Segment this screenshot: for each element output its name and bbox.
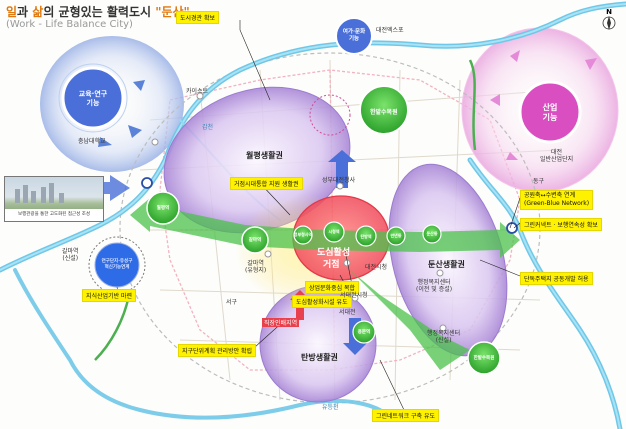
callout-green-blue: 공원축↔수변축 연계(Green-Blue Network) (520, 190, 594, 210)
place-seodaejeon: 서대전시청 (340, 292, 368, 299)
photo-caption: 보행관광을 통한 고도화된 접근성 조성 (5, 209, 103, 221)
node-label-1: 월평역 (156, 206, 170, 211)
industry-circle (490, 50, 597, 160)
place-seodaejeon-st: 서대전 (339, 309, 356, 316)
callout-knowledge: 지식산업기반 마련 (82, 289, 137, 302)
downtown-label-2: 거점 (323, 260, 340, 270)
callout-green-network: 그린네트워크 구축 유도 (372, 409, 440, 422)
zone-wolpyeong: 월평생활권 (246, 151, 283, 160)
node-ring-top (309, 94, 351, 136)
place-kaist: 카이스트 (186, 88, 209, 95)
river-gapcheon: 갑천 (202, 124, 214, 131)
page-subtitle: (Work - Life Balance City) (6, 19, 133, 30)
green-nodes (146, 85, 501, 375)
node-label-4: 시청역 (328, 229, 340, 234)
place-seogu: 서구 (226, 299, 238, 306)
education-circle (58, 63, 145, 147)
callout-commercial: 상업문화중심 복합 (305, 281, 360, 294)
living-zones (163, 86, 508, 403)
place-govt: 성부대전청사 (322, 177, 356, 184)
node-label-8: 용문역 (357, 330, 371, 335)
callout-landscape: 도시경관 확보 (176, 11, 220, 24)
leisure-circle (335, 17, 373, 55)
callout-hub-support: 거점시대통합 지원 생활권 (230, 177, 303, 190)
park-arboretum: 한밭수목원 (370, 109, 398, 116)
callout-housing: 단독주택지 공동개발 허용 (520, 272, 593, 285)
place-donggu: 동구 (533, 178, 545, 185)
zone-tanbang: 탄방생활권 (301, 353, 338, 362)
place-cityhall: 대전시청 (365, 264, 388, 271)
node-label-6: 만년동 (390, 233, 402, 238)
compass-icon: N (601, 6, 617, 32)
callout-district-plan: 지구단위계획 관리방안 확립 (178, 344, 257, 357)
riverbank-green (468, 59, 477, 151)
place-gap-station: 갈마역(신설) (62, 248, 79, 262)
place-chungnam: 충남대학교 (78, 138, 106, 145)
poi-markers (151, 92, 447, 332)
place-admin-moved: 행정복지센터(이전 및 증설) (416, 279, 453, 293)
place-galma: 갈마역(유형지) (245, 260, 267, 274)
node-label-2: 갈마역 (248, 238, 262, 243)
callout-greenway: 그린커넥트 · 보행연속성 확보 (520, 218, 602, 231)
node-label-5: 탄방역 (360, 234, 372, 239)
red-tag: 직장인배지역 (262, 318, 300, 327)
inset-photo: 보행관광을 통한 고도화된 접근성 조성 (4, 176, 104, 222)
node-label-3: 정부청사역 (293, 232, 313, 237)
gateway-markers (141, 177, 518, 234)
place-admin-new: 행정복지센터(신설) (427, 330, 461, 344)
place-expo: 대전엑스포 (376, 27, 404, 34)
svg-text:N: N (606, 8, 612, 16)
downtown-label-1: 도심활성 (317, 248, 351, 258)
page-title: 일과 삶의 균형있는 활력도시 "둔산" (6, 5, 190, 19)
river-yudeung: 유등천 (322, 404, 339, 411)
node-label-9: 한밭수목원 (473, 356, 495, 361)
zone-dunsan: 둔산생활권 (428, 260, 465, 269)
node-label-7: 둔산동 (426, 231, 438, 236)
callout-activation: 도심활성화시설 유도 (292, 295, 352, 308)
green-corridor (130, 198, 520, 370)
